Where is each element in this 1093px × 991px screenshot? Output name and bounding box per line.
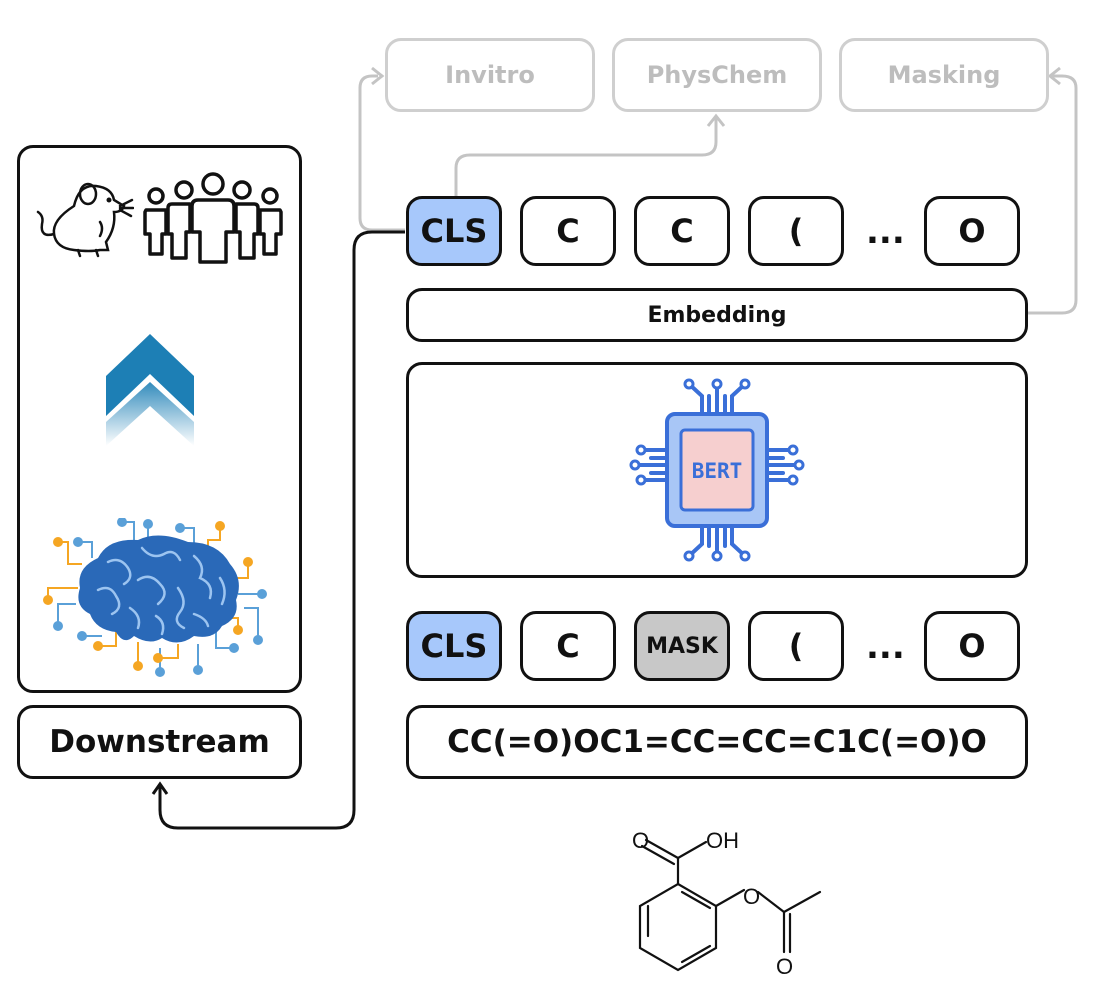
top-token: C bbox=[520, 196, 616, 266]
people-group-icon bbox=[143, 172, 283, 264]
mouse-icon bbox=[36, 182, 134, 258]
bottom-token: C bbox=[520, 611, 616, 681]
masking-arrowhead bbox=[1047, 66, 1061, 86]
molecule-oh: OH bbox=[706, 828, 739, 853]
cls-to-physchem-line bbox=[454, 118, 718, 196]
head-physchem: PhysChem bbox=[612, 38, 822, 112]
molecule-o-bottom: O bbox=[776, 954, 793, 979]
head-invitro: Invitro bbox=[385, 38, 595, 112]
bottom-ellipsis: ... bbox=[866, 627, 905, 667]
invitro-arrowhead bbox=[371, 66, 385, 86]
bert-model-box: BERT bbox=[406, 362, 1028, 578]
top-ellipsis: ... bbox=[866, 212, 905, 252]
top-token: C bbox=[634, 196, 730, 266]
bottom-token-mask: MASK bbox=[634, 611, 730, 681]
up-arrow-icon bbox=[106, 334, 194, 446]
head-masking: Masking bbox=[839, 38, 1049, 112]
top-token: O bbox=[924, 196, 1020, 266]
aspirin-molecule-icon: O OH O O bbox=[632, 828, 822, 979]
embedding-to-masking-line bbox=[1028, 74, 1078, 315]
bottom-token: O bbox=[924, 611, 1020, 681]
molecule-o-ester: O bbox=[743, 884, 760, 909]
bottom-token-cls: CLS bbox=[406, 611, 502, 681]
bottom-token: ( bbox=[748, 611, 844, 681]
downstream-panel bbox=[17, 145, 302, 693]
embedding-bar: Embedding bbox=[406, 288, 1028, 342]
top-token-cls: CLS bbox=[406, 196, 502, 266]
downstream-label-box: Downstream bbox=[17, 705, 302, 779]
downstream-arrowhead bbox=[151, 781, 169, 795]
molecule-o-top: O bbox=[632, 828, 649, 853]
smiles-bar: CC(=O)OC1=CC=CC=C1C(=O)O bbox=[406, 705, 1028, 779]
chip-icon: BERT bbox=[629, 378, 805, 562]
top-token: ( bbox=[748, 196, 844, 266]
physchem-arrowhead bbox=[706, 113, 726, 127]
brain-circuit-icon bbox=[43, 518, 267, 677]
bert-label: BERT bbox=[692, 459, 743, 483]
cls-to-downstream-line bbox=[158, 230, 405, 830]
cls-to-invitro-line bbox=[358, 74, 405, 232]
